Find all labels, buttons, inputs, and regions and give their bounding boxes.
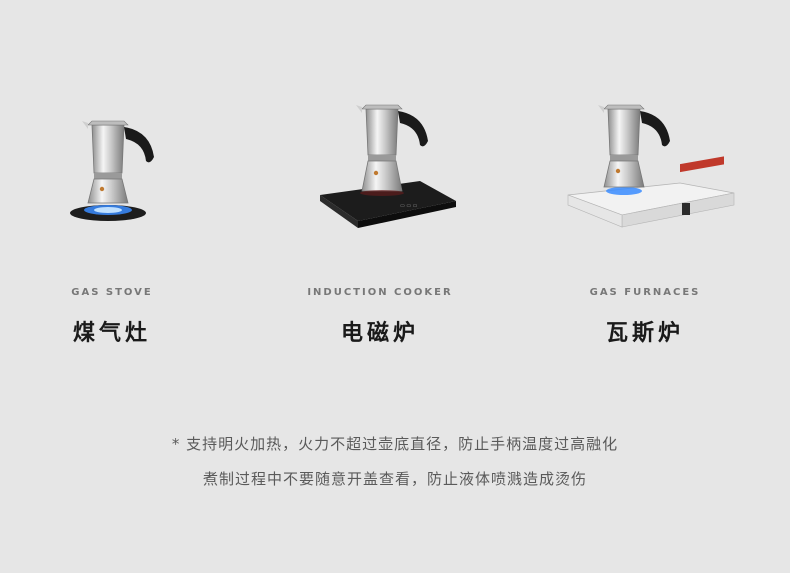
usage-note-line-1: * 支持明火加热，火力不超过壶底直径，防止手柄温度过高融化: [171, 435, 619, 453]
gas-stove-image: [12, 95, 212, 235]
usage-note-line-2: 煮制过程中不要随意开盖查看，防止液体喷溅造成烫伤: [202, 470, 587, 488]
gas-furnace-label-en: GAS FURNACES: [589, 287, 701, 298]
moka-pot-on-gas-furnace-icon: [567, 104, 735, 228]
induction-cooker-label-en: INDUCTION COOKER: [307, 287, 453, 298]
moka-pot-on-induction-cooker-icon: ▭ ▭ ▭: [320, 104, 456, 228]
induction-cooker-image: ▭ ▭ ▭: [280, 95, 480, 235]
gas-furnace-image: [545, 95, 745, 235]
svg-text:▭ ▭ ▭: ▭ ▭ ▭: [400, 203, 418, 209]
gas-stove-label-cn: 煤气灶: [72, 321, 151, 346]
gas-stove-label-en: GAS STOVE: [71, 287, 153, 298]
moka-pot-on-gas-stove-icon: [70, 120, 154, 221]
gas-furnace-label-cn: 瓦斯炉: [605, 321, 684, 346]
induction-cooker-label-cn: 电磁炉: [340, 321, 419, 346]
